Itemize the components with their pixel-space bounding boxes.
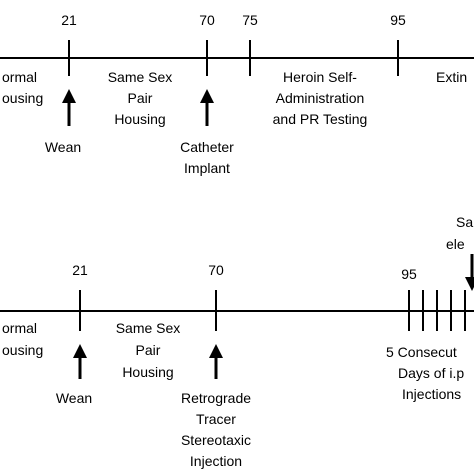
bottom-event-tracer-line3: Stereotaxic bbox=[181, 432, 251, 448]
bottom-event-tracer-line4: Injection bbox=[190, 453, 242, 469]
bottom-final-arrow-head bbox=[465, 277, 474, 291]
top-event-wean: Wean bbox=[45, 139, 81, 155]
top-event-catheter-line1: Catheter bbox=[180, 139, 234, 155]
top-phase-normal-line1: ormal bbox=[2, 69, 37, 85]
bottom-phase-injections-line3: Injections bbox=[402, 386, 461, 402]
bottom-event-wean: Wean bbox=[56, 390, 92, 406]
top-phase-pair-line1: Same Sex bbox=[108, 69, 173, 85]
bottom-phase-normal-line1: ormal bbox=[2, 320, 37, 336]
top-phase-normal-line2: ousing bbox=[2, 90, 43, 106]
bottom-wean-arrow-head bbox=[73, 344, 87, 358]
bottom-tick-label-95: 95 bbox=[401, 266, 417, 282]
bottom-event-tracer-line1: Retrograde bbox=[181, 390, 251, 406]
bottom-phase-normal-line2: ousing bbox=[2, 342, 43, 358]
top-timeline: 21 70 75 95 ormal ousing Same Sex Pair H… bbox=[0, 12, 474, 176]
top-catheter-arrow-head bbox=[200, 89, 214, 103]
bottom-timeline: 21 70 95 ormal ousing Same Sex Pair Hous… bbox=[0, 214, 474, 469]
bottom-phase-injections-line2: Days of i.p bbox=[398, 365, 464, 381]
top-tick-label-21: 21 bbox=[61, 12, 77, 28]
top-phase-heroin-line3: and PR Testing bbox=[273, 111, 368, 127]
bottom-phase-pair-line3: Housing bbox=[122, 364, 173, 380]
bottom-phase-pair-line1: Same Sex bbox=[116, 320, 181, 336]
top-phase-heroin-line1: Heroin Self- bbox=[283, 69, 357, 85]
bottom-tick-label-70: 70 bbox=[208, 262, 224, 278]
bottom-event-final-line2: ele bbox=[446, 236, 465, 252]
top-tick-label-70: 70 bbox=[199, 12, 215, 28]
bottom-tracer-arrow-head bbox=[209, 344, 223, 358]
top-phase-pair-line3: Housing bbox=[114, 111, 165, 127]
top-phase-pair-line2: Pair bbox=[128, 90, 153, 106]
top-phase-extinction: Extin bbox=[436, 69, 467, 85]
bottom-phase-pair-line2: Pair bbox=[136, 342, 161, 358]
top-wean-arrow-head bbox=[62, 89, 76, 103]
top-tick-label-75: 75 bbox=[242, 12, 258, 28]
top-phase-heroin-line2: Administration bbox=[276, 90, 365, 106]
top-tick-label-95: 95 bbox=[390, 12, 406, 28]
bottom-phase-injections-line1: 5 Consecut bbox=[386, 344, 457, 360]
top-event-catheter-line2: Implant bbox=[184, 160, 230, 176]
bottom-tick-label-21: 21 bbox=[72, 262, 88, 278]
bottom-event-tracer-line2: Tracer bbox=[196, 411, 236, 427]
bottom-event-final-line1: Sa bbox=[456, 214, 473, 230]
